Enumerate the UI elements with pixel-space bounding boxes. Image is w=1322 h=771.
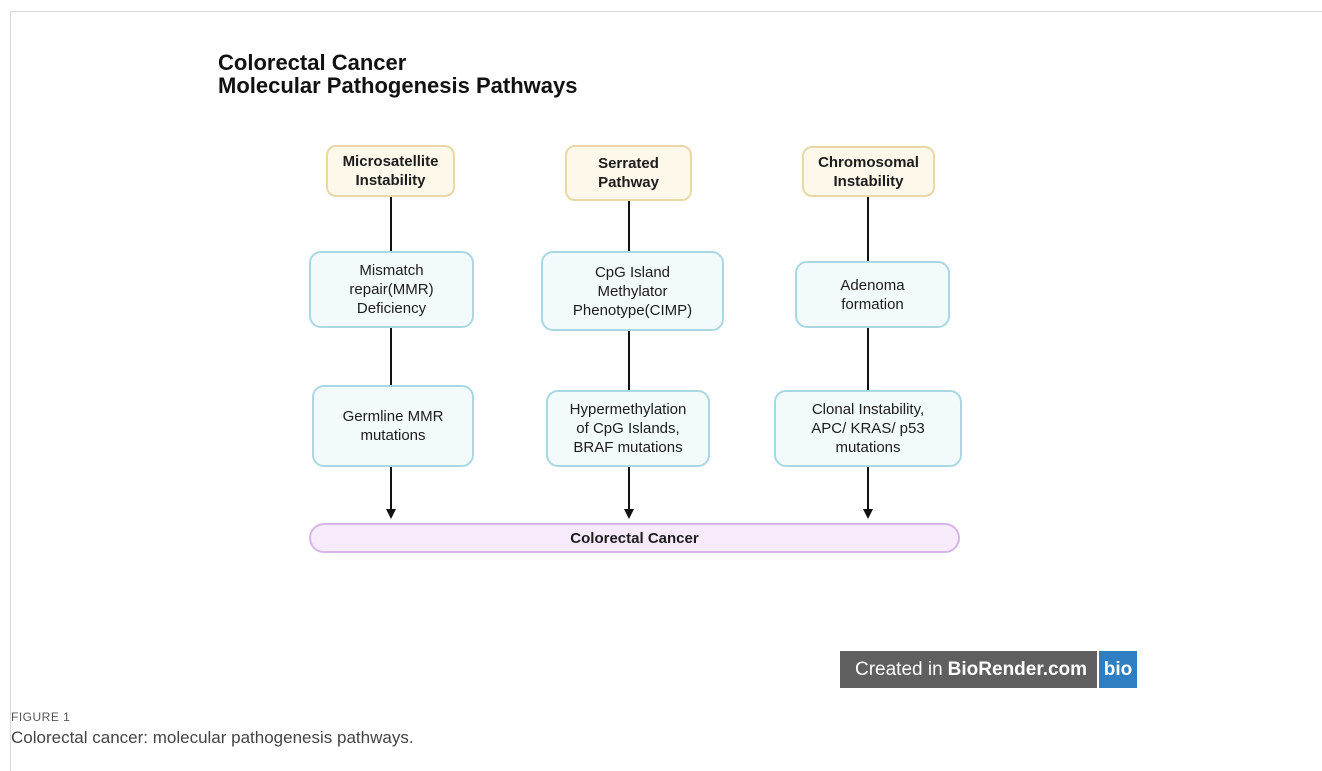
step-box-clonal-instability: Clonal Instability, APC/ KRAS/ p53 mutat… (774, 390, 962, 467)
step-box-adenoma: Adenoma formation (795, 261, 950, 328)
figure-frame (10, 11, 1322, 771)
biorender-brand: BioRender.com (947, 658, 1088, 680)
diagram-title-line1: Colorectal Cancer (218, 50, 407, 75)
pathway-header-cin: Chromosomal Instability (802, 146, 935, 197)
outcome-colorectal-cancer: Colorectal Cancer (309, 523, 960, 553)
diagram-title: Colorectal Cancer Molecular Pathogenesis… (218, 51, 577, 97)
figure-label: FIGURE 1 (11, 710, 71, 724)
biorender-logo: bio (1099, 651, 1138, 688)
step-box-germline-mmr: Germline MMR mutations (312, 385, 474, 467)
diagram-title-line2: Molecular Pathogenesis Pathways (218, 73, 578, 98)
pathway-header-serrated: Serrated Pathway (565, 145, 692, 201)
step-box-hypermethylation: Hypermethylation of CpG Islands, BRAF mu… (546, 390, 710, 467)
figure-caption: Colorectal cancer: molecular pathogenesi… (11, 728, 414, 747)
pathway-header-msi: Microsatellite Instability (326, 145, 455, 197)
biorender-text: Created in BioRender.com (840, 651, 1098, 688)
step-box-mmr-deficiency: Mismatch repair(MMR) Deficiency (309, 251, 474, 328)
step-box-cimp: CpG Island Methylator Phenotype(CIMP) (541, 251, 724, 331)
biorender-prefix: Created in (855, 658, 943, 680)
biorender-watermark: Created in BioRender.com bio (840, 651, 1138, 688)
